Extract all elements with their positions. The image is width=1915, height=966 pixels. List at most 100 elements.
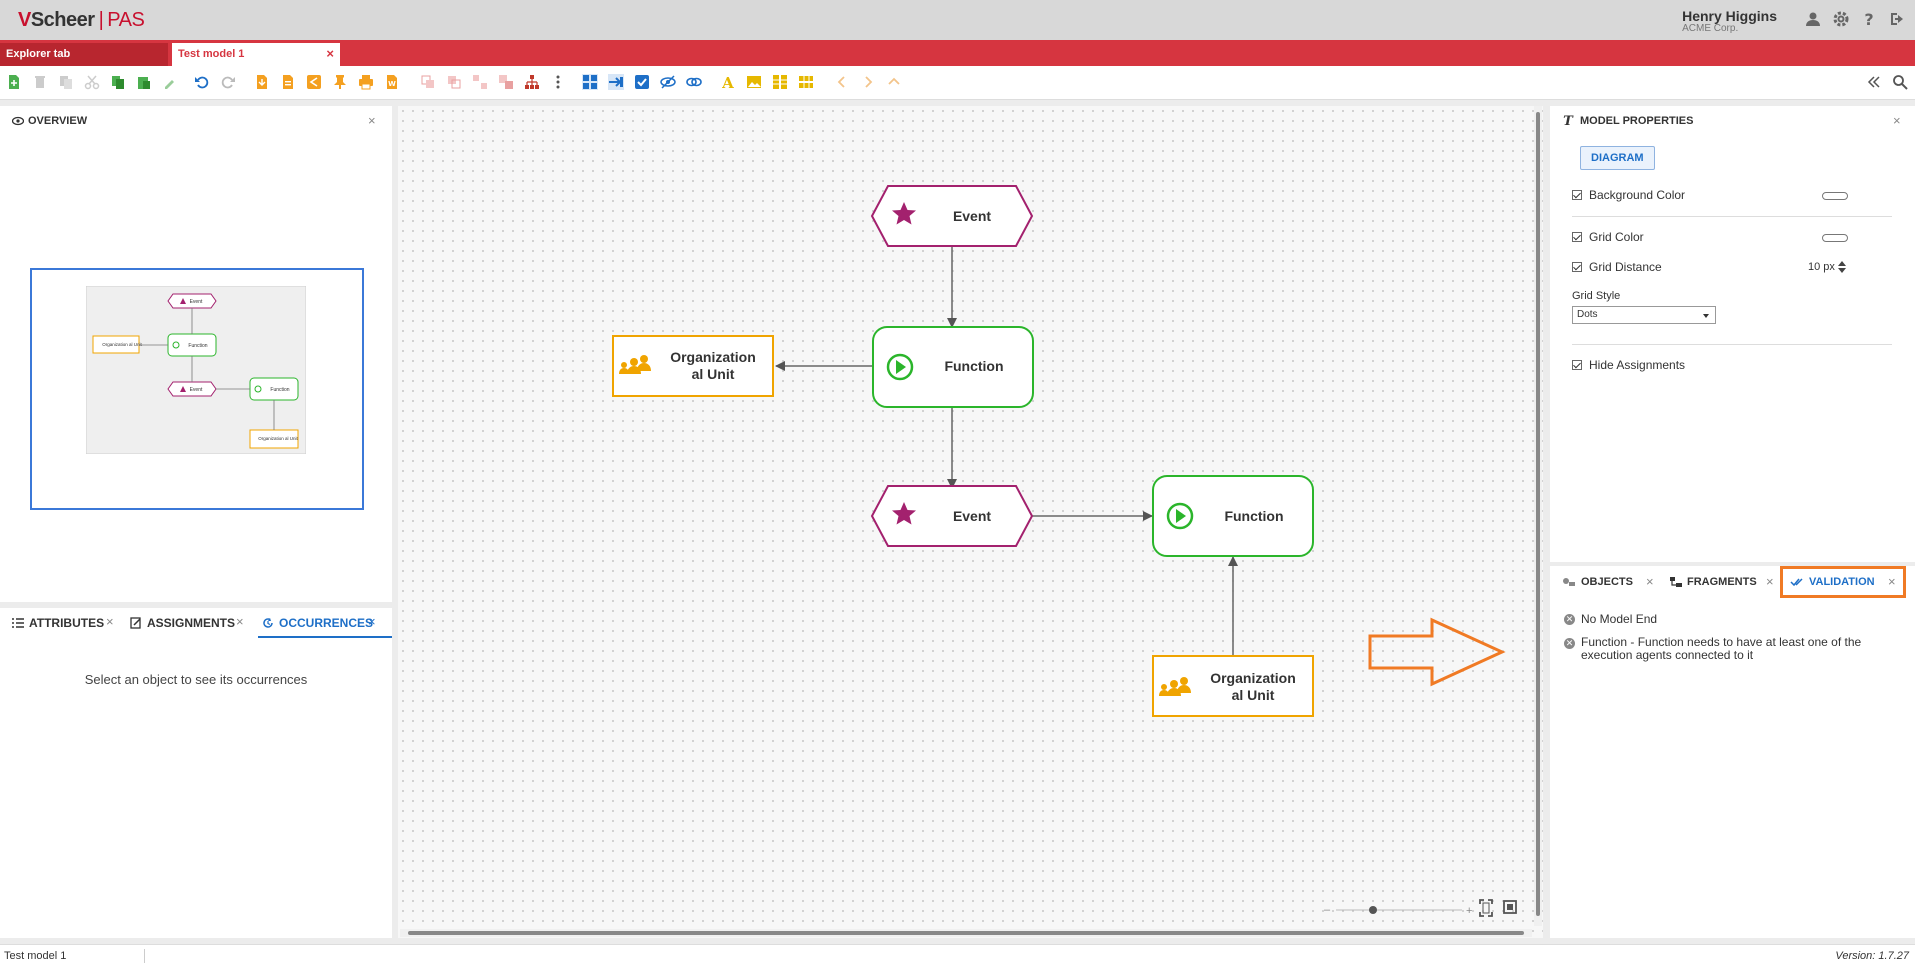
org-2-label-line1: Organization xyxy=(1210,670,1296,686)
close-fragments-icon[interactable]: × xyxy=(1766,574,1774,589)
nav-up-icon[interactable] xyxy=(886,74,902,90)
text-icon[interactable]: A xyxy=(720,74,736,90)
close-occurrences-icon[interactable]: × xyxy=(368,614,376,629)
logout-icon[interactable] xyxy=(1887,9,1907,29)
overview-thumbnail[interactable]: Event Function Organization al Unit Even… xyxy=(85,285,307,455)
tab-assignments[interactable]: ASSIGNMENTS xyxy=(130,616,235,630)
export-icon[interactable] xyxy=(280,74,296,90)
overview-viewport[interactable] xyxy=(30,268,364,510)
tab-occurrences[interactable]: OCCURRENCES xyxy=(262,616,373,630)
close-attributes-icon[interactable]: × xyxy=(106,614,114,629)
tab-test-model-1[interactable]: Test model 1 × xyxy=(172,43,340,66)
nav-forward-icon[interactable] xyxy=(860,74,876,90)
group-icon[interactable] xyxy=(472,74,488,90)
grid-style-select[interactable]: Dots xyxy=(1572,306,1716,324)
canvas-horizontal-scrollbar[interactable] xyxy=(400,929,1532,937)
validation-message[interactable]: ✕ No Model End xyxy=(1564,612,1657,626)
org-unit-node-2[interactable]: Organization al Unit xyxy=(1152,655,1314,717)
grid-style-value: Dots xyxy=(1577,309,1598,320)
print-icon[interactable] xyxy=(358,74,374,90)
background-color-checkbox[interactable] xyxy=(1572,190,1582,200)
grid-view-icon[interactable] xyxy=(582,74,598,90)
error-icon: ✕ xyxy=(1564,614,1575,625)
hide-icon[interactable] xyxy=(660,74,676,90)
grid-distance-value[interactable]: 10 xyxy=(1808,261,1821,273)
tab-objects-label: OBJECTS xyxy=(1581,576,1633,588)
close-overview-icon[interactable]: × xyxy=(368,113,376,128)
tab-validation-label: VALIDATION xyxy=(1809,576,1875,588)
import-icon[interactable] xyxy=(254,74,270,90)
function-node-2[interactable]: Function xyxy=(1152,475,1314,557)
stepper-icon[interactable] xyxy=(1837,261,1846,273)
cut-icon[interactable] xyxy=(84,74,100,90)
search-icon[interactable] xyxy=(1892,74,1908,90)
share-icon[interactable] xyxy=(306,74,322,90)
delete-icon[interactable] xyxy=(32,74,48,90)
help-icon[interactable]: ? xyxy=(1859,9,1879,29)
background-color-row[interactable]: Background Color xyxy=(1572,188,1685,202)
tab-validation[interactable]: VALIDATION xyxy=(1790,576,1875,588)
close-validation-icon[interactable]: × xyxy=(1888,574,1896,589)
event-node-2[interactable]: Event xyxy=(870,485,1034,547)
grid-color-checkbox[interactable] xyxy=(1572,232,1582,242)
tab-explorer[interactable]: Explorer tab xyxy=(0,43,168,66)
vertical-scroll-thumb[interactable] xyxy=(1536,112,1540,916)
svg-text:A: A xyxy=(721,74,734,90)
org-unit-node-1[interactable]: Organization al Unit xyxy=(612,335,774,397)
snap-icon[interactable] xyxy=(608,74,624,90)
close-assignments-icon[interactable]: × xyxy=(236,614,244,629)
hide-assignments-checkbox[interactable] xyxy=(1572,360,1582,370)
fit-page-icon[interactable] xyxy=(1503,900,1517,914)
link-icon[interactable] xyxy=(686,74,702,90)
diagram-button[interactable]: DIAGRAM xyxy=(1580,146,1655,170)
hide-assignments-row[interactable]: Hide Assignments xyxy=(1572,358,1685,372)
paste-icon[interactable] xyxy=(136,74,152,90)
new-icon[interactable] xyxy=(6,74,22,90)
tab-objects[interactable]: OBJECTS xyxy=(1562,576,1633,588)
bring-front-icon[interactable] xyxy=(420,74,436,90)
copy-icon[interactable] xyxy=(110,74,126,90)
nav-back-icon[interactable] xyxy=(834,74,850,90)
zoom-out-button[interactable]: – xyxy=(1324,904,1331,916)
rows-icon[interactable] xyxy=(798,74,814,90)
grid-distance-row[interactable]: Grid Distance xyxy=(1572,260,1662,274)
function-node-1[interactable]: Function xyxy=(872,326,1034,408)
gear-icon[interactable] xyxy=(1831,9,1851,29)
tab-model-label: Test model 1 xyxy=(178,48,245,60)
diagram-canvas[interactable]: Event Function Organization al Unit xyxy=(398,106,1543,938)
horizontal-scroll-thumb[interactable] xyxy=(408,931,1524,935)
undo-icon[interactable] xyxy=(194,74,210,90)
grid-color-row[interactable]: Grid Color xyxy=(1572,230,1644,244)
scheer-pas-logo[interactable]: VScheer|PAS xyxy=(18,9,145,32)
validation-message[interactable]: ✕ Function - Function needs to have at l… xyxy=(1564,636,1904,662)
close-tab-icon[interactable]: × xyxy=(326,46,334,61)
word-export-icon[interactable]: W xyxy=(384,74,400,90)
format-painter-icon[interactable] xyxy=(162,74,178,90)
pin-icon[interactable] xyxy=(332,74,348,90)
logo-product: PAS xyxy=(107,9,145,31)
copy-disabled-icon[interactable] xyxy=(58,74,74,90)
send-back-icon[interactable] xyxy=(446,74,462,90)
hierarchy-icon[interactable] xyxy=(524,74,540,90)
zoom-slider-handle[interactable] xyxy=(1369,906,1377,914)
canvas-vertical-scrollbar[interactable] xyxy=(1534,106,1542,926)
columns-icon[interactable] xyxy=(772,74,788,90)
grid-distance-input[interactable]: 10 px xyxy=(1808,261,1846,273)
grid-color-swatch[interactable] xyxy=(1822,234,1848,242)
fit-screen-icon[interactable] xyxy=(1479,899,1493,917)
close-objects-icon[interactable]: × xyxy=(1646,574,1654,589)
tab-attributes[interactable]: ATTRIBUTES xyxy=(12,616,104,630)
event-node-1[interactable]: Event xyxy=(870,185,1034,247)
collapse-panel-icon[interactable] xyxy=(1866,74,1882,90)
user-icon[interactable] xyxy=(1803,9,1823,29)
ungroup-icon[interactable] xyxy=(498,74,514,90)
tab-fragments[interactable]: FRAGMENTS xyxy=(1670,576,1757,588)
zoom-in-button[interactable]: + xyxy=(1466,905,1472,917)
close-properties-icon[interactable]: × xyxy=(1893,113,1901,128)
image-icon[interactable] xyxy=(746,74,762,90)
check-box-icon[interactable] xyxy=(634,74,650,90)
grid-distance-checkbox[interactable] xyxy=(1572,262,1582,272)
redo-icon[interactable] xyxy=(220,74,236,90)
more-vertical-icon[interactable] xyxy=(550,74,566,90)
background-color-swatch[interactable] xyxy=(1822,192,1848,200)
